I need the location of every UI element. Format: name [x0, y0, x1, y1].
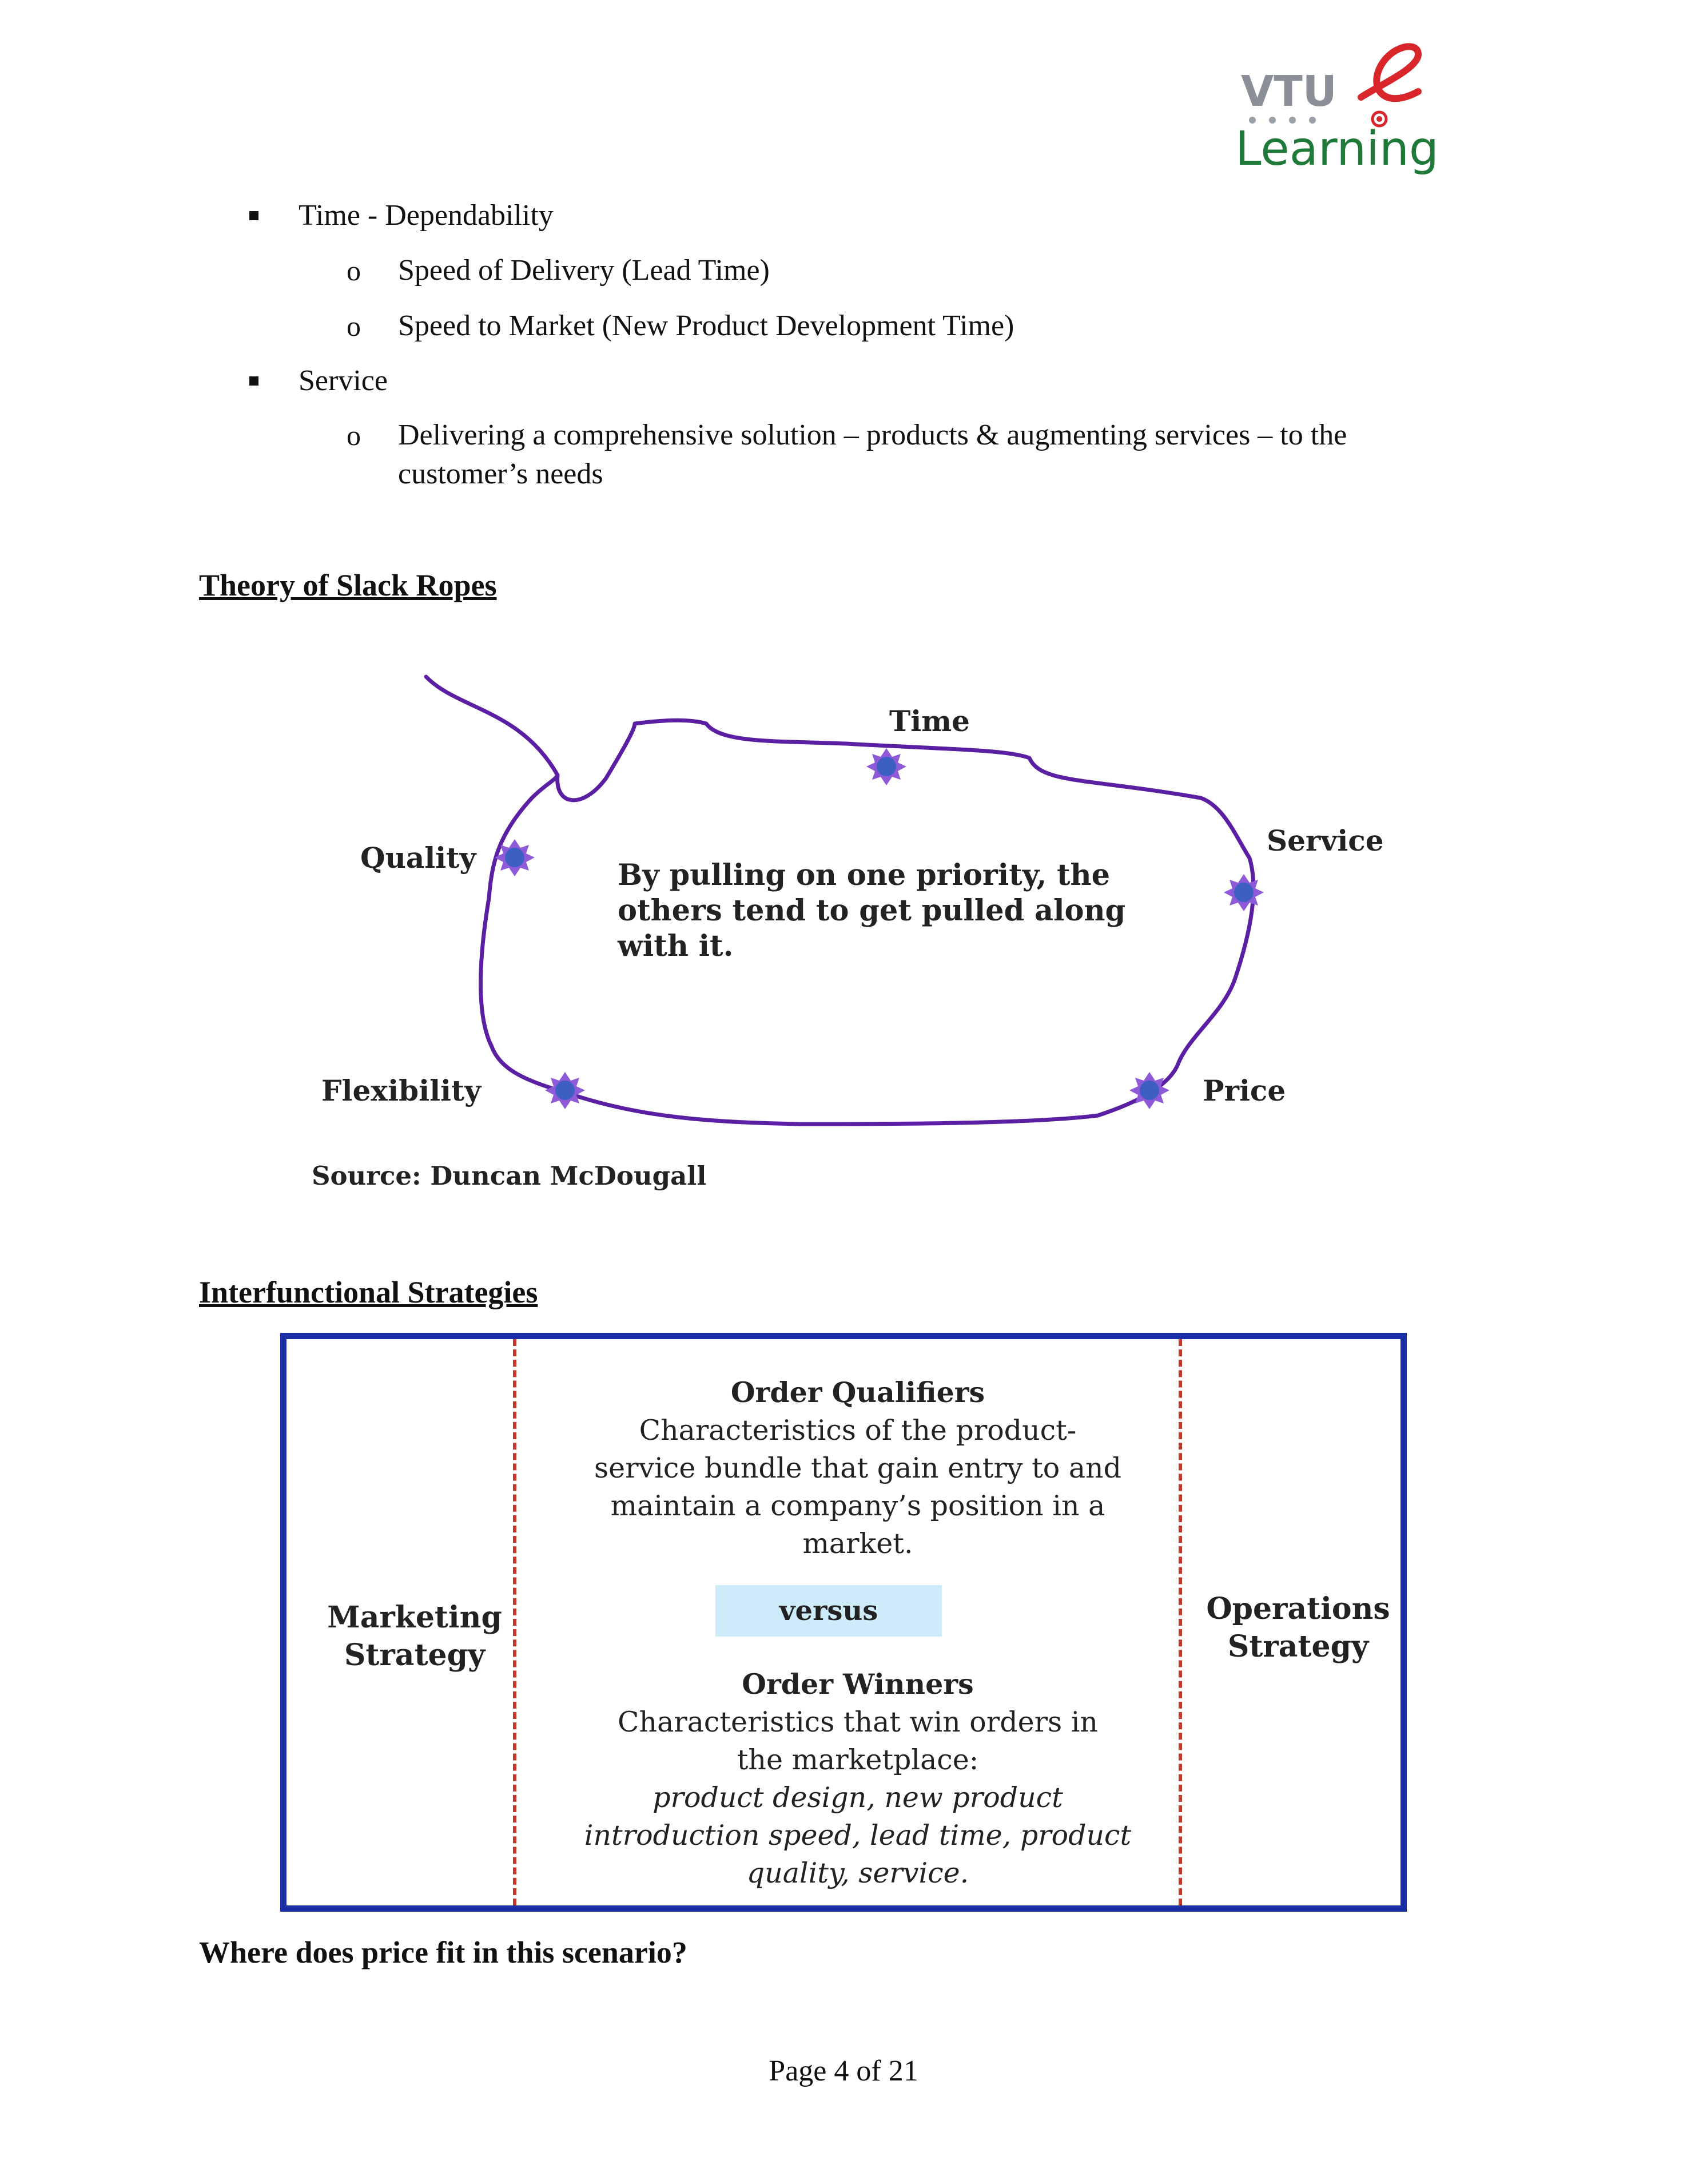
circle-bullet-icon: o	[347, 252, 361, 289]
page-number: Page 4 of 21	[0, 2052, 1687, 2090]
square-bullet-icon	[249, 376, 258, 386]
qualifiers-line-4: market.	[543, 1525, 1172, 1562]
sub-bullet-speed-market: Speed to Market (New Product Development…	[398, 307, 1014, 345]
marketing-strategy-label: Marketing Strategy	[309, 1599, 520, 1674]
winners-line-2: the marketplace:	[543, 1741, 1172, 1778]
sub-bullet-speed-delivery: Speed of Delivery (Lead Time)	[398, 252, 770, 289]
caption-line-2: others tend to get pulled along	[618, 894, 1125, 928]
bullet-time-label: Time - Dependability	[299, 197, 554, 235]
operations-line-1: Operations	[1184, 1590, 1413, 1628]
winners-italic-line-1: product design, new product	[543, 1779, 1172, 1816]
qualifiers-title: Order Qualifiers	[543, 1374, 1172, 1411]
rope-tail	[426, 677, 558, 775]
label-service: Service	[1267, 824, 1384, 857]
winners-title: Order Winners	[543, 1666, 1172, 1703]
winners-line-1: Characteristics that win orders in	[543, 1703, 1172, 1741]
logo: VTU Learning	[1230, 34, 1458, 183]
node-time-icon	[866, 748, 906, 785]
qualifiers-line-3: maintain a company’s position in a	[543, 1487, 1172, 1524]
bullet-service-label: Service	[299, 362, 388, 400]
logo-vtu: VTU	[1241, 67, 1337, 116]
winners-italic-line-2: introduction speed, lead time, product	[543, 1817, 1172, 1854]
circle-bullet-icon: o	[347, 307, 361, 345]
slack-ropes-diagram: Time Service Quality Flexibility Price B…	[286, 658, 1430, 1207]
node-flexibility-icon	[545, 1072, 585, 1109]
operations-strategy-label: Operations Strategy	[1184, 1590, 1413, 1666]
square-bullet-icon	[249, 211, 258, 220]
label-quality: Quality	[360, 841, 477, 875]
label-price: Price	[1203, 1074, 1286, 1107]
sub-bullet-service-line1: Delivering a comprehensive solution – pr…	[398, 416, 1347, 454]
logo-learning: Learning	[1235, 122, 1439, 176]
qualifiers-line-1: Characteristics of the product-	[543, 1412, 1172, 1449]
qualifiers-line-2: service bundle that gain entry to and	[543, 1450, 1172, 1487]
sub-bullet-service-line2: customer’s needs	[398, 455, 603, 493]
label-time: Time	[889, 704, 970, 738]
heading-interfunctional: Interfunctional Strategies	[199, 1273, 538, 1311]
label-flexibility: Flexibility	[321, 1074, 482, 1107]
marketing-line-1: Marketing	[309, 1599, 520, 1637]
heading-slack-ropes: Theory of Slack Ropes	[199, 566, 497, 604]
dashed-divider-right	[1179, 1339, 1182, 1905]
circle-bullet-icon: o	[347, 416, 361, 454]
marketing-line-2: Strategy	[309, 1637, 520, 1674]
operations-line-2: Strategy	[1184, 1628, 1413, 1666]
node-price-icon	[1129, 1072, 1169, 1109]
question-text: Where does price fit in this scenario?	[199, 1933, 687, 1971]
caption-line-3: with it.	[617, 929, 733, 963]
versus-badge: versus	[715, 1585, 942, 1637]
source-credit: Source: Duncan McDougall	[312, 1161, 706, 1191]
winners-italic-line-3: quality, service.	[543, 1855, 1172, 1892]
node-service-icon	[1224, 874, 1264, 911]
caption-line-1: By pulling on one priority, the	[618, 858, 1110, 892]
